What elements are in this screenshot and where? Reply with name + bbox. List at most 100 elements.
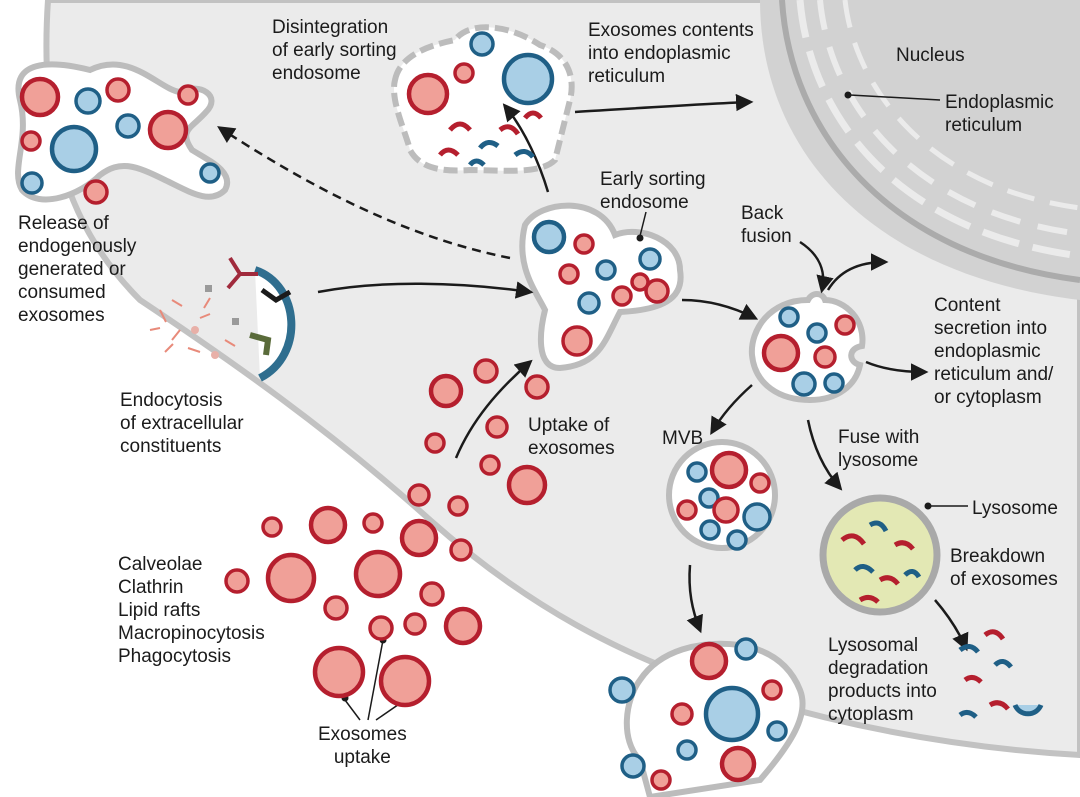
exosome-red (224, 568, 250, 594)
label-exosomes-uptake: Exosomes uptake (318, 724, 407, 768)
arrow-mvb-exocytosis (686, 564, 703, 634)
exosome-red (368, 615, 394, 641)
label-lysosome: Lysosome (972, 498, 1058, 519)
label-endoplasmic-reticulum: Endoplasmic reticulum (945, 92, 1054, 136)
exosome-red (353, 549, 403, 599)
exosome-red (761, 679, 783, 701)
arrow-to-back-fusion (681, 298, 759, 320)
exosome-red (447, 495, 469, 517)
membrane-fragments (438, 110, 1044, 719)
label-uptake: Uptake of exosomes (528, 415, 615, 459)
label-nucleus: Nucleus (896, 45, 965, 66)
arrow-lysosome-degradation (934, 599, 969, 652)
exosome-red (147, 109, 189, 151)
exosome-red (406, 72, 450, 116)
exosome-blue (501, 52, 555, 106)
exosome-red (362, 512, 384, 534)
exosome-red (524, 374, 550, 400)
endocytosis-pit (149, 256, 296, 382)
exosome-red (611, 285, 633, 307)
exosome-red (761, 333, 801, 373)
exosome-blue (698, 487, 720, 509)
exosome-blue (778, 306, 800, 328)
exosome-red (453, 62, 475, 84)
exosome-red (20, 130, 42, 152)
exosome-red (712, 496, 740, 524)
arrow-to-mvb (710, 384, 753, 436)
exosome-blue (686, 461, 708, 483)
exosome-red (506, 464, 548, 506)
label-lysosomal-products: Lysosomal degradation products into cyto… (828, 635, 937, 725)
exosome-red (561, 325, 593, 357)
exosome-red (105, 77, 131, 103)
exosome-red (428, 373, 464, 409)
exosome-red (19, 76, 61, 118)
exosome-blue (742, 502, 772, 532)
exosome-red (719, 745, 757, 783)
exosome-blue (469, 31, 495, 57)
exosome-blue (49, 124, 99, 174)
exosome-red (834, 314, 856, 336)
arrow-release-dashed (217, 126, 511, 260)
exosome-red (443, 606, 483, 646)
exosome-red (670, 702, 694, 726)
exosome-red (689, 641, 729, 681)
exosome-blue (577, 291, 601, 315)
exosome-red (749, 472, 771, 494)
exosome-red (573, 233, 595, 255)
exosome-red (403, 612, 427, 636)
label-fuse-lysosome: Fuse with lysosome (838, 427, 920, 471)
exosome-red (399, 518, 439, 558)
exosome-blue (734, 637, 758, 661)
exosome-red (323, 595, 349, 621)
exosome-blue (638, 247, 662, 271)
arrow-back-fusion-out (826, 253, 889, 291)
exosome-red (308, 505, 348, 545)
exosome-red (473, 358, 499, 384)
arrow-to-er (574, 93, 754, 114)
exosome-blue (74, 87, 102, 115)
exosome-red (378, 654, 432, 708)
arrow-to-lysosome (806, 419, 843, 491)
exosome-blue (766, 720, 788, 742)
lysosome (819, 494, 941, 616)
label-mvb: MVB (662, 428, 704, 449)
label-back-fusion: Back fusion (741, 203, 792, 247)
arrow-uptake (454, 359, 533, 459)
exosome-red (419, 581, 445, 607)
exosome-red (558, 263, 580, 285)
label-disintegration: Disintegration of early sorting endosome (272, 17, 397, 84)
leader-er (849, 94, 941, 101)
exosome-red (650, 769, 672, 791)
arrow-secretion (865, 360, 929, 381)
leader-early-sorting (639, 211, 647, 237)
exosome-blue (726, 529, 748, 551)
label-endocytosis: Endocytosis of extracellular constituent… (120, 390, 244, 457)
exosome-blue (676, 739, 698, 761)
exosome-red (813, 345, 837, 369)
arrow-disintegration (502, 103, 550, 193)
exosome-red (709, 450, 749, 490)
endoplasmic-reticulum (796, 0, 1080, 260)
exosome-blue (791, 371, 817, 397)
exosome-red (485, 415, 509, 439)
exosome-blue (620, 753, 646, 779)
exosome-blue (20, 171, 44, 195)
exosome-red (479, 454, 501, 476)
label-exosomes-contents: Exosomes contents into endoplasmic retic… (588, 20, 754, 87)
exosome-blue (115, 113, 141, 139)
exosome-blue (595, 259, 617, 281)
exosome-blue (199, 162, 221, 184)
label-breakdown: Breakdown of exosomes (950, 546, 1058, 590)
label-content-secretion: Content secretion into endoplasmic retic… (934, 295, 1054, 408)
exosome-red (424, 432, 446, 454)
exosome-blue (823, 372, 845, 394)
exosome-vesicles (19, 31, 856, 791)
exosome-blue (531, 219, 567, 255)
exosome-red (676, 499, 698, 521)
exosome-red (177, 84, 199, 106)
arrow-endocytosis (317, 281, 534, 299)
exosome-red (449, 538, 473, 562)
